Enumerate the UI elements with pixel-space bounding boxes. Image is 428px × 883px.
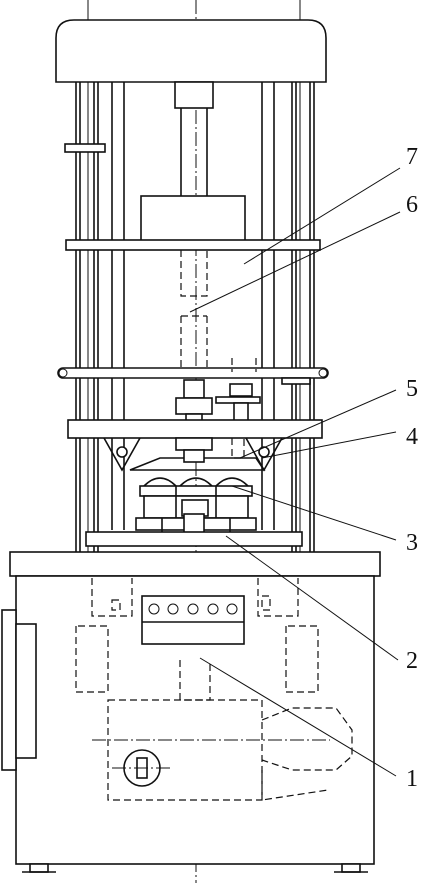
motor-coupling — [92, 739, 330, 787]
callout-3: 3 — [406, 530, 418, 556]
lower-plate — [67, 419, 323, 439]
upper-plate — [65, 239, 321, 251]
guide-columns — [75, 82, 315, 552]
upper-fixture-dashed — [231, 358, 257, 372]
fixture-brackets — [103, 437, 283, 472]
punch-heads — [139, 477, 253, 519]
internal-dashed — [75, 578, 353, 801]
cylinder-body — [140, 195, 246, 243]
leader-lines — [189, 167, 401, 777]
middle-slide-bar — [57, 367, 329, 385]
lower-die-set — [85, 513, 303, 547]
callout-2: 2 — [406, 648, 418, 674]
callout-4: 4 — [406, 424, 418, 450]
callout-7: 7 — [406, 144, 418, 170]
control-panel — [141, 595, 245, 645]
fasteners — [175, 379, 261, 423]
column-clamp — [64, 143, 106, 153]
callout-1: 1 — [406, 766, 418, 792]
cylinder-cap — [174, 81, 214, 109]
top-head — [55, 19, 327, 83]
callout-6: 6 — [406, 192, 418, 218]
ram-dashed — [180, 250, 208, 372]
callout-5: 5 — [406, 376, 418, 402]
